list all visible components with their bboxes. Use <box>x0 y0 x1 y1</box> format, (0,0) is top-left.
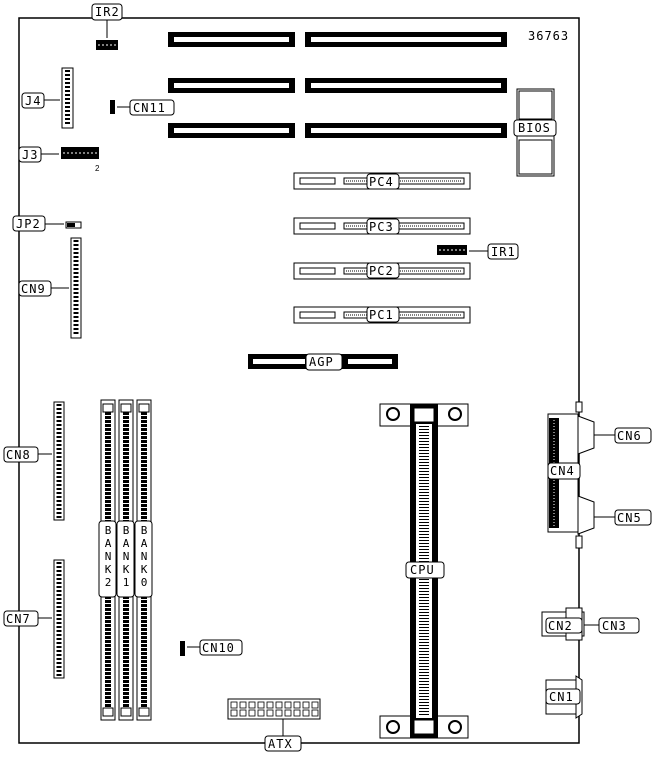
atx-pin <box>275 701 283 709</box>
ir1-label: IR1 <box>491 245 516 259</box>
j3-callout: J3 <box>18 146 59 163</box>
ir2-header <box>96 40 118 50</box>
ir2-callout: IR2 <box>91 3 123 38</box>
pc1-label: PC1 <box>369 308 394 322</box>
cn2-label: CN2 <box>548 619 573 633</box>
j4-callout: J4 <box>21 92 60 109</box>
atx-pin <box>239 709 247 717</box>
cn3-label: CN3 <box>602 619 627 633</box>
ir1-callout: IR1 <box>469 243 519 260</box>
cn7-header <box>53 559 65 679</box>
atx-pin <box>248 709 256 717</box>
bank1-label-box <box>116 520 135 598</box>
atx-pin <box>302 709 310 717</box>
cn8-callout: CN8 <box>3 446 52 463</box>
atx-pin <box>230 701 238 709</box>
atx-pin <box>293 709 301 717</box>
cn2-label-box <box>545 617 583 634</box>
jp2-label: JP2 <box>16 217 41 231</box>
cn9-callout: CN9 <box>18 280 69 297</box>
agp-label: AGP <box>309 355 334 369</box>
j3-pin-label: 2 <box>95 164 100 173</box>
atx-pin <box>275 709 283 717</box>
pc1-label-box <box>366 306 400 323</box>
cn8-label: CN8 <box>6 448 31 462</box>
cn3-callout: CN3 <box>584 617 640 634</box>
atx-pin <box>284 709 292 717</box>
atx-pin <box>248 701 256 709</box>
cn10-callout: CN10 <box>187 639 243 656</box>
cn10-label: CN10 <box>202 641 235 655</box>
cn4-label-box <box>547 462 581 480</box>
cpu-slot <box>379 403 469 739</box>
figure-number: 36763 <box>528 29 569 43</box>
ir1-header <box>437 245 467 255</box>
cn6-label: CN6 <box>617 429 642 443</box>
jp2-callout: JP2 <box>12 215 64 232</box>
atx-pin <box>230 709 238 717</box>
cn6-serial-port <box>577 415 595 455</box>
agp-label-box <box>305 353 343 371</box>
atx-callout: ATX <box>264 719 302 752</box>
atx-pin <box>257 701 265 709</box>
cn9-label: CN9 <box>21 282 46 296</box>
atx-pin <box>257 709 265 717</box>
cn11-callout: CN11 <box>117 99 175 116</box>
cn6-callout: CN6 <box>594 427 652 444</box>
j3-label: J3 <box>22 148 38 162</box>
isa-slots <box>168 32 507 138</box>
cn11-label: CN11 <box>133 101 166 115</box>
pc3-label: PC3 <box>369 220 394 234</box>
cn11-jumper <box>110 100 115 114</box>
jp2-jumper <box>65 221 82 229</box>
pc4-label-box <box>366 173 400 190</box>
pc2-label: PC2 <box>369 264 394 278</box>
cn5-callout: CN5 <box>594 509 652 526</box>
cn4-label: CN4 <box>550 464 575 478</box>
ir2-label: IR2 <box>95 5 120 19</box>
cn9-header <box>70 237 82 339</box>
cn5-label: CN5 <box>617 511 642 525</box>
cn1-label-box <box>545 688 581 705</box>
bank2-label-box <box>98 520 117 598</box>
atx-label: ATX <box>268 737 293 751</box>
cpu-label: CPU <box>410 563 435 577</box>
atx-pin <box>311 701 319 709</box>
atx-pin <box>284 701 292 709</box>
atx-pin <box>293 701 301 709</box>
j3-header <box>61 147 99 159</box>
pc4-label: PC4 <box>369 175 394 189</box>
atx-pin <box>311 709 319 717</box>
atx-pin <box>302 701 310 709</box>
cn10-jumper <box>180 641 185 656</box>
atx-pin <box>239 701 247 709</box>
bank0-label-box <box>134 520 153 598</box>
cn7-label: CN7 <box>6 612 31 626</box>
bios-label: BIOS <box>518 121 551 135</box>
cn5-serial-port <box>577 495 595 535</box>
cpu-label-box <box>405 561 445 579</box>
bios-callout: BIOS <box>513 119 557 137</box>
cn8-header <box>53 401 65 521</box>
atx-pin <box>266 709 274 717</box>
cn7-callout: CN7 <box>3 610 52 627</box>
pc3-label-box <box>366 218 400 235</box>
atx-pin <box>266 701 274 709</box>
cn1-label: CN1 <box>549 690 574 704</box>
pc2-label-box <box>366 262 400 279</box>
atx-power-connector <box>227 698 321 720</box>
j4-header <box>61 67 74 129</box>
j4-label: J4 <box>25 94 41 108</box>
